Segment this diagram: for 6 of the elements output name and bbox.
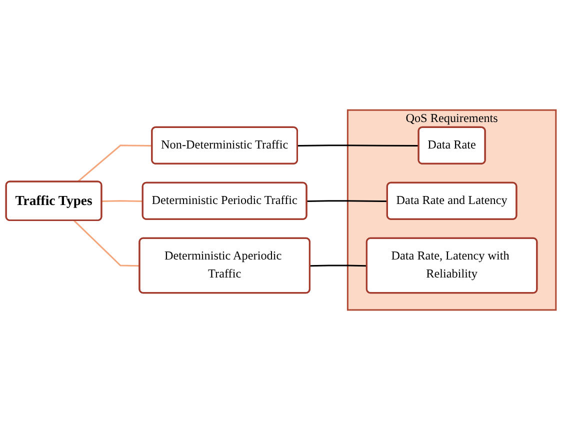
connector <box>76 145 152 183</box>
connector <box>306 200 388 203</box>
connector <box>310 265 368 268</box>
connector <box>74 220 140 268</box>
connector <box>102 200 144 203</box>
connector <box>298 145 419 148</box>
